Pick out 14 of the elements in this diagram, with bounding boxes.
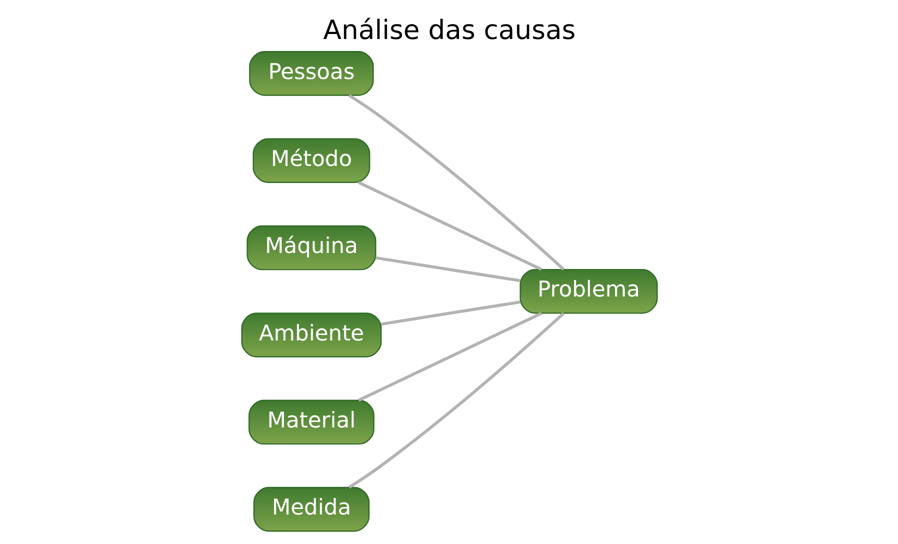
node-box: Ambiente [240, 312, 382, 358]
connector [348, 94, 564, 270]
node-box: Medida [252, 486, 370, 532]
node-box: Método [252, 138, 370, 183]
node-box: Material [248, 400, 374, 445]
connector [375, 256, 520, 282]
node-box: Problema [519, 268, 658, 314]
connector [358, 181, 542, 271]
node-box: Pessoas [248, 51, 374, 96]
node-box: Máquina [246, 225, 376, 270]
connector [380, 300, 520, 326]
connector [358, 312, 542, 402]
connector [348, 312, 564, 489]
diagram-title: Análise das causas [322, 15, 576, 46]
